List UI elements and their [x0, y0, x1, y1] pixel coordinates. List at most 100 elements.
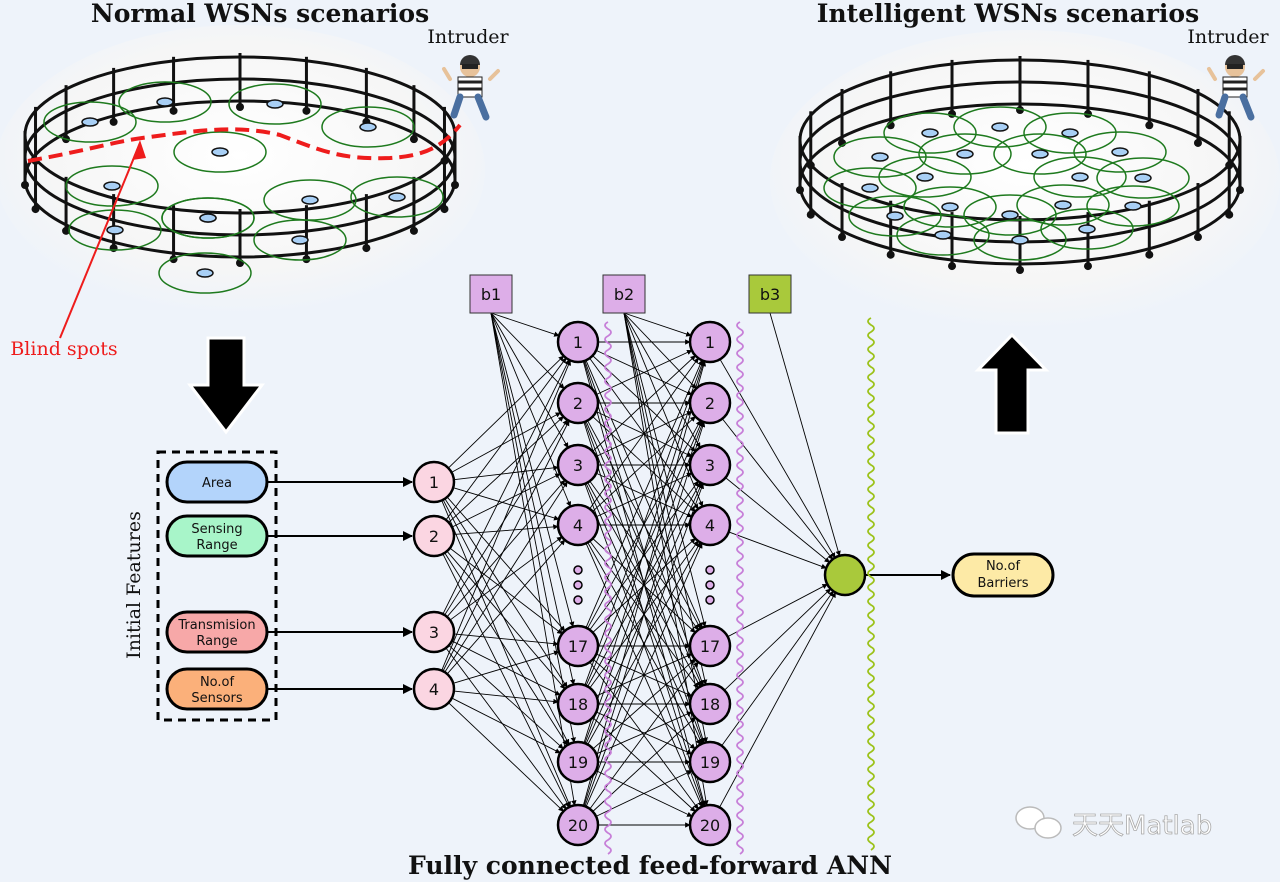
fence-post-base	[886, 250, 895, 259]
hidden1-node-label: 20	[568, 816, 588, 835]
hidden2-node-label: 2	[705, 394, 715, 413]
hidden1-activation-wave	[604, 321, 612, 855]
feature-label-line2: Range	[196, 538, 237, 553]
intelligent-scenario-title: Intelligent WSNs scenarios	[817, 0, 1199, 28]
hidden2-node-label: 1	[705, 333, 715, 352]
feature-pill	[165, 514, 269, 558]
edge-bias1-hidden1	[490, 312, 569, 449]
input-node-label: 3	[429, 623, 439, 642]
edge-hidden1-hidden2	[592, 416, 696, 512]
fence-post-base	[362, 244, 371, 253]
edge-bias1-hidden1	[490, 312, 565, 390]
bias-b3: b3	[748, 274, 792, 314]
input-node-label: 2	[429, 527, 439, 546]
edge-bias1-hidden1	[490, 312, 577, 806]
fence-post-base	[838, 233, 847, 242]
sensing-range	[1023, 112, 1117, 154]
hidden1-node: 17	[556, 624, 600, 668]
sensor-node	[956, 149, 974, 159]
edge-input-hidden1	[446, 479, 566, 618]
edge-input-hidden1	[446, 550, 566, 690]
intelligent-wsn-scene: Intruder	[770, 26, 1280, 330]
fence-post-base	[169, 106, 178, 115]
hidden2-node: 17	[688, 624, 732, 668]
hidden1-node-circle	[556, 381, 600, 425]
edge-hidden2-output	[719, 359, 836, 559]
watermark: 天天Matlab	[1015, 806, 1213, 841]
hidden2-activation-wave	[736, 321, 744, 855]
edge-hidden2-output	[724, 588, 831, 691]
sensor-field-right	[823, 106, 1190, 261]
edge-bias2-hidden2	[623, 312, 708, 743]
blind-spots-label: Blind spots	[10, 338, 117, 360]
sensing-range	[1033, 156, 1127, 198]
hidden1-node-circle	[556, 443, 600, 487]
hidden1-node-circle	[556, 624, 600, 668]
edge-hidden2-output	[725, 477, 830, 563]
edge-hidden2-output	[727, 583, 828, 638]
edge-hidden1-hidden2	[589, 480, 699, 631]
hidden1-node-label: 4	[573, 516, 583, 535]
sensing-range	[848, 195, 942, 237]
ellipsis-dot	[705, 580, 715, 590]
edge-hidden1-hidden2	[585, 359, 703, 628]
edge-bias1-hidden1	[490, 312, 575, 628]
intruder-label-left: Intruder	[427, 26, 509, 48]
hidden2-node-label: 19	[700, 753, 720, 772]
ann-connections	[441, 312, 951, 828]
ellipsis-dot	[573, 595, 583, 605]
hidden1-node: 18	[556, 682, 600, 726]
hidden2-node-circle	[688, 503, 732, 547]
sensing-range	[878, 156, 972, 198]
fence-post-base	[302, 106, 311, 115]
edge-hidden1-hidden2	[583, 360, 706, 744]
edge-hidden1-hidden2	[584, 360, 705, 686]
feature-pill	[165, 667, 269, 711]
blind-spot-arrowhead	[132, 140, 146, 160]
sensor-node	[359, 122, 377, 132]
bias-label: b1	[481, 285, 501, 304]
fence-post-base	[806, 161, 815, 170]
hidden1-node: 19	[556, 740, 600, 784]
sensing-range	[118, 81, 212, 123]
edge-hidden1-hidden2	[595, 770, 693, 817]
fence-post-base	[31, 205, 40, 214]
sensor-node	[106, 225, 124, 235]
sensor-node	[81, 117, 99, 127]
sensor-node	[211, 147, 229, 157]
normal-scenario-title: Normal WSNs scenarios	[91, 0, 429, 28]
output-node	[823, 553, 867, 597]
fence-post-base	[1083, 262, 1092, 271]
hidden1-node-label: 19	[568, 753, 588, 772]
hidden2-node-label: 18	[700, 695, 720, 714]
sensor-node	[103, 181, 121, 191]
edge-bias1-hidden1	[490, 312, 572, 507]
edge-input-hidden1	[444, 481, 568, 673]
fence-post-base	[1145, 121, 1154, 130]
input-node-circle	[412, 514, 456, 558]
sensor-node	[1001, 210, 1019, 220]
hidden1-node-circle	[556, 740, 600, 784]
initial-features-group	[156, 450, 278, 722]
sensor-node	[291, 235, 309, 245]
fence-post-base	[21, 181, 29, 189]
input-node: 1	[412, 460, 456, 504]
sensing-range	[896, 214, 990, 256]
edge-bias2-hidden2	[623, 312, 701, 449]
fence-post-base	[109, 244, 118, 253]
hidden2-node-circle	[688, 624, 732, 668]
feature-pill	[165, 460, 269, 504]
edge-input-hidden1	[451, 473, 561, 528]
sensing-range	[43, 101, 137, 143]
fence-post-base	[451, 181, 459, 189]
hidden1-node-label: 17	[568, 637, 588, 656]
sensing-range	[1073, 131, 1167, 173]
edge-input-hidden1	[453, 487, 560, 521]
edge-input-hidden1	[448, 645, 564, 749]
feature-label-line1: Transmision	[177, 618, 255, 633]
edge-input-hidden1	[442, 553, 570, 808]
